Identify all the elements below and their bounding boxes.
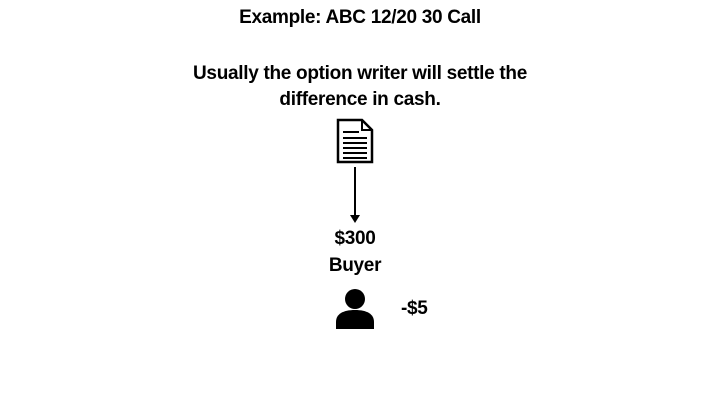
buyer-delta: -$5 [401, 298, 428, 319]
cash-amount: $300 [334, 228, 376, 249]
arrow-down-icon [350, 167, 360, 223]
buyer-label: Buyer [328, 255, 382, 276]
person-icon [336, 289, 374, 329]
slide-subtitle: Usually the option writer will settle th… [193, 63, 527, 110]
document-icon [336, 118, 374, 164]
slide-title: Example: ABC 12/20 30 Call [239, 7, 481, 28]
